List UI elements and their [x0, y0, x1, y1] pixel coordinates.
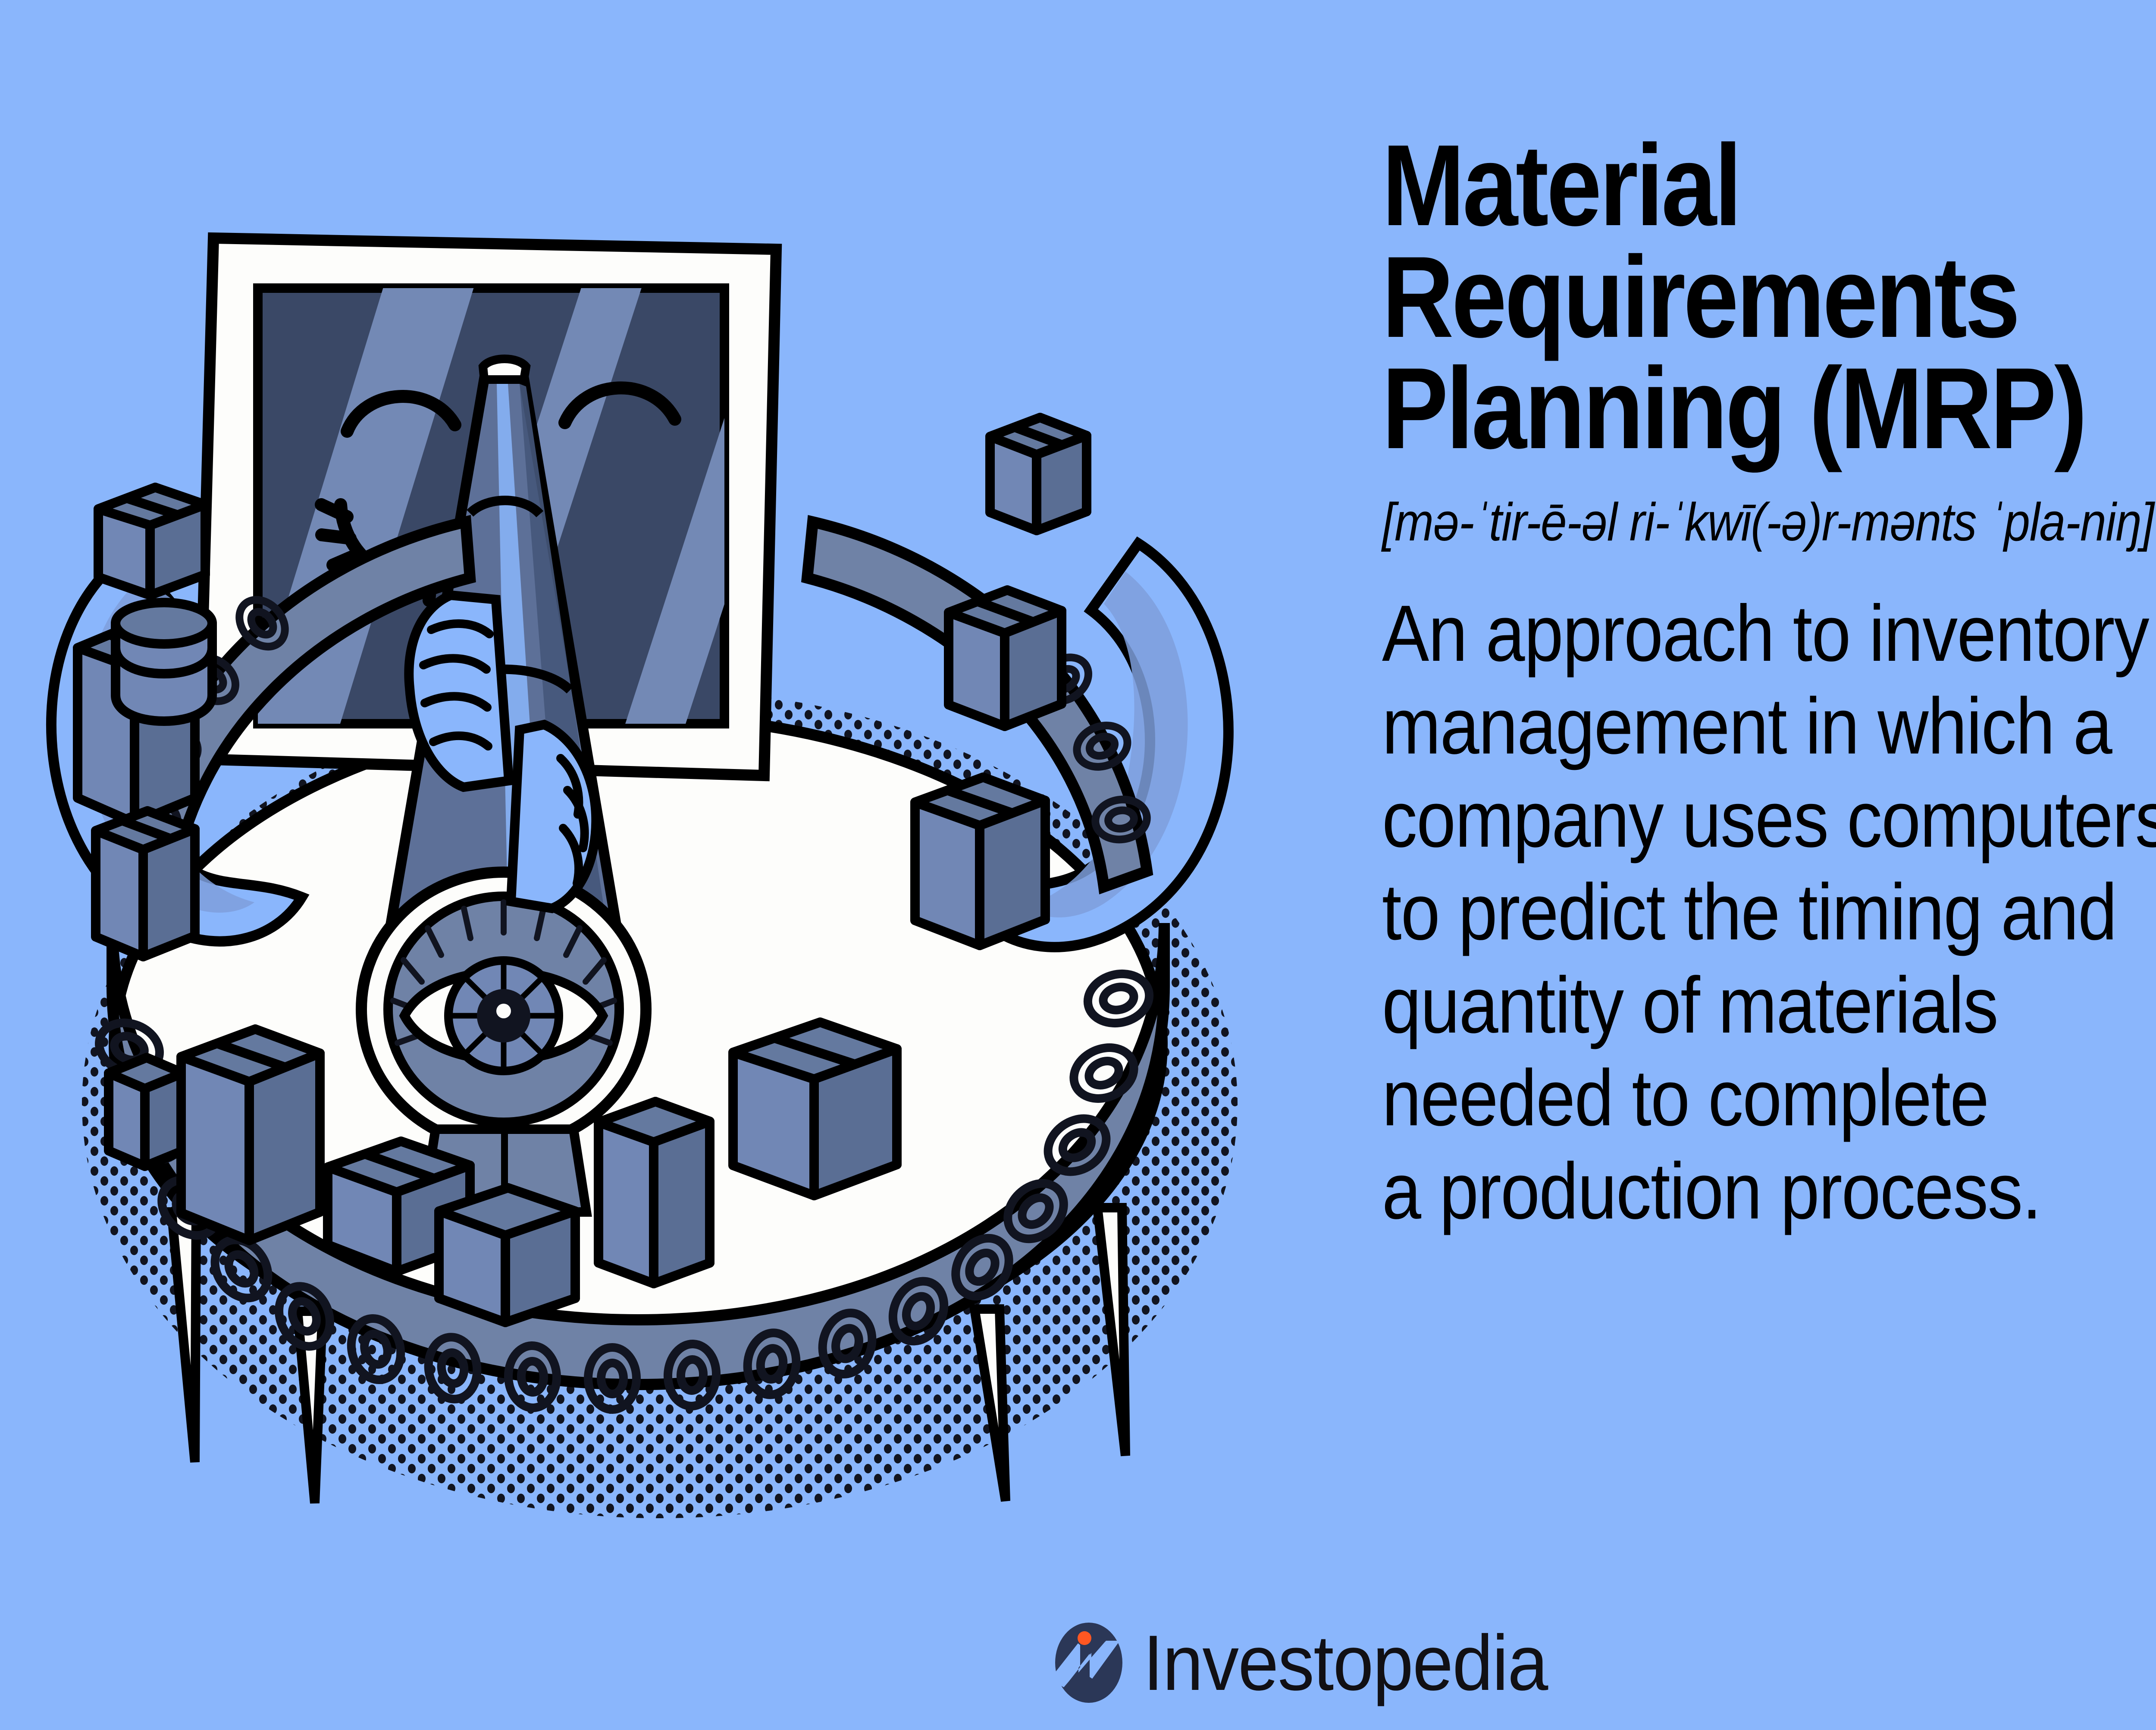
pronunciation-text: [mə-ˈtir-ē-əl ri-ˈkwī(-ə)r-mənts ˈpla-ni…: [1382, 492, 2154, 552]
box: [176, 1024, 325, 1245]
cylinder-drum: [111, 598, 217, 726]
investopedia-logo[interactable]: Investopedia: [1054, 1622, 1578, 1704]
platform-legs: [166, 1203, 1130, 1504]
box: [91, 806, 200, 961]
illustration-monitor-telescope-conveyor: [0, 164, 1319, 1553]
page-title: Material Requirements Planning (MRP): [1382, 120, 2087, 473]
box: [910, 772, 1050, 950]
box: [985, 413, 1091, 535]
telescope-eyepiece: [478, 355, 531, 384]
box: [728, 1017, 902, 1200]
term-text-column: Material Requirements Planning (MRP) [mə…: [1382, 120, 2156, 1238]
box: [944, 585, 1066, 731]
cardboard-boxes: [73, 413, 1091, 1327]
investopedia-logo-icon: [1054, 1623, 1122, 1703]
investopedia-wordmark: Investopedia: [1143, 1619, 1548, 1707]
box: [594, 1097, 714, 1288]
definition-text: An approach to inventory management in w…: [1382, 589, 2156, 1236]
box: [104, 1053, 188, 1171]
box: [434, 1183, 580, 1327]
monitor-hand-fingers: [419, 619, 589, 888]
box: [94, 483, 210, 600]
